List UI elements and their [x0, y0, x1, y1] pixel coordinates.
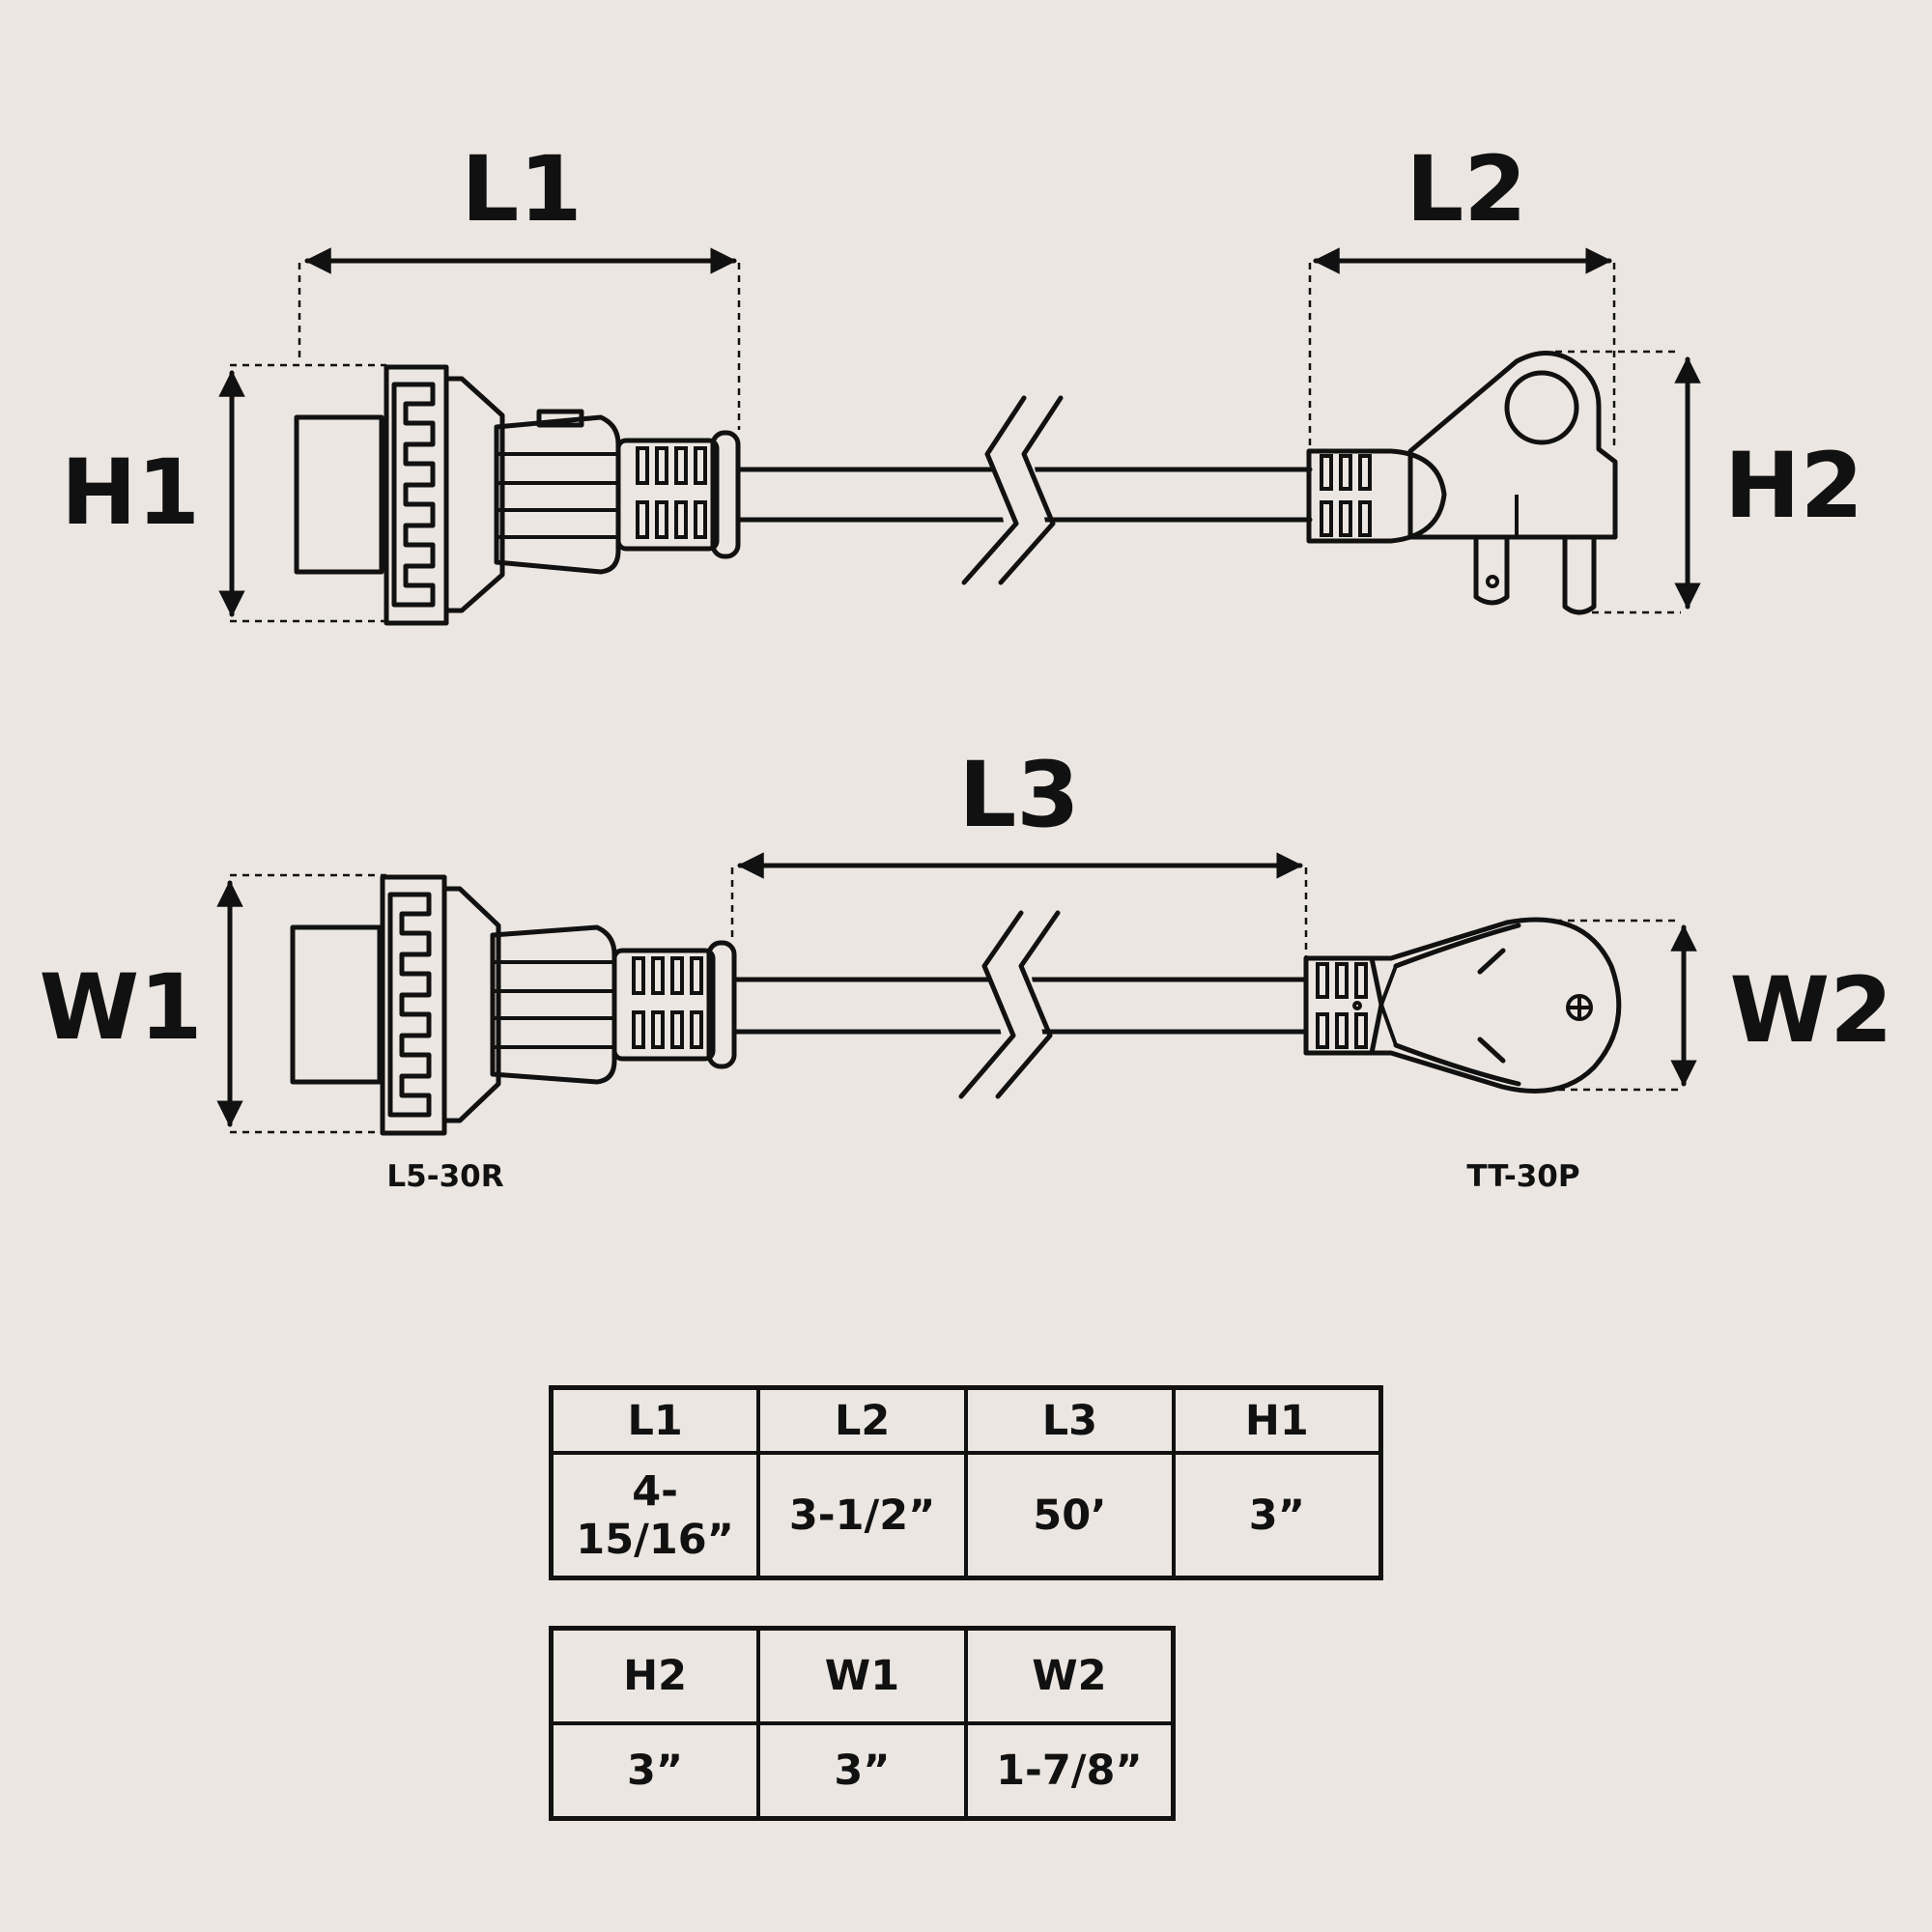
- label-w2: W2: [1729, 958, 1892, 1064]
- top-cable: [735, 395, 1313, 585]
- table2-header-cell: H2: [549, 1626, 761, 1725]
- label-l5-30r: L5-30R: [386, 1159, 503, 1194]
- top-view: L1 L2 H1 H2: [61, 137, 1863, 626]
- table2-value-cell: 3”: [756, 1721, 968, 1821]
- bottom-cable: [731, 910, 1309, 1099]
- table2-value-cell: 3”: [549, 1721, 761, 1821]
- table2-value-row: 3” 3” 1-7/8”: [549, 1721, 1176, 1821]
- dimensions-table-1: L1 L2 L3 H1 4-15/16” 3-1/2” 50’ 3”: [549, 1385, 1383, 1580]
- table2-header-row: H2 W1 W2: [549, 1626, 1176, 1725]
- dimensions-table-2: H2 W1 W2 3” 3” 1-7/8”: [549, 1626, 1176, 1821]
- tt-30p-plug-side: [1306, 351, 1618, 615]
- table1-value-cell: 3-1/2”: [756, 1451, 968, 1580]
- label-l3: L3: [958, 743, 1079, 848]
- table1-header-cell: L2: [756, 1385, 968, 1456]
- bottom-guides: [230, 867, 1681, 1134]
- table2-header-cell: W2: [963, 1626, 1176, 1725]
- table1-header-cell: L1: [549, 1385, 761, 1456]
- l5-30r-receptacle-top: [290, 874, 737, 1136]
- table2-header-cell: W1: [756, 1626, 968, 1725]
- label-tt-30p: TT-30P: [1466, 1159, 1579, 1194]
- table1-header-cell: H1: [1171, 1385, 1383, 1456]
- label-l2: L2: [1406, 137, 1526, 242]
- table1-value-row: 4-15/16” 3-1/2” 50’ 3”: [549, 1451, 1383, 1580]
- label-w1: W1: [39, 955, 202, 1061]
- l5-30r-receptacle-side: [294, 364, 741, 626]
- table1-value-cell: 4-15/16”: [549, 1451, 761, 1580]
- table1-value-cell: 50’: [964, 1451, 1176, 1580]
- top-guides: [230, 263, 1681, 623]
- table1-header-row: L1 L2 L3 H1: [549, 1385, 1383, 1456]
- table2-value-cell: 1-7/8”: [963, 1721, 1176, 1821]
- bottom-view: L3 W1 W2: [39, 743, 1892, 1194]
- label-l1: L1: [461, 137, 582, 242]
- table1-header-cell: L3: [964, 1385, 1176, 1456]
- table1-value-cell: 3”: [1171, 1451, 1383, 1580]
- label-h2: H2: [1724, 434, 1863, 539]
- tt-30p-plug-top: [1303, 917, 1622, 1094]
- label-h1: H1: [61, 440, 200, 546]
